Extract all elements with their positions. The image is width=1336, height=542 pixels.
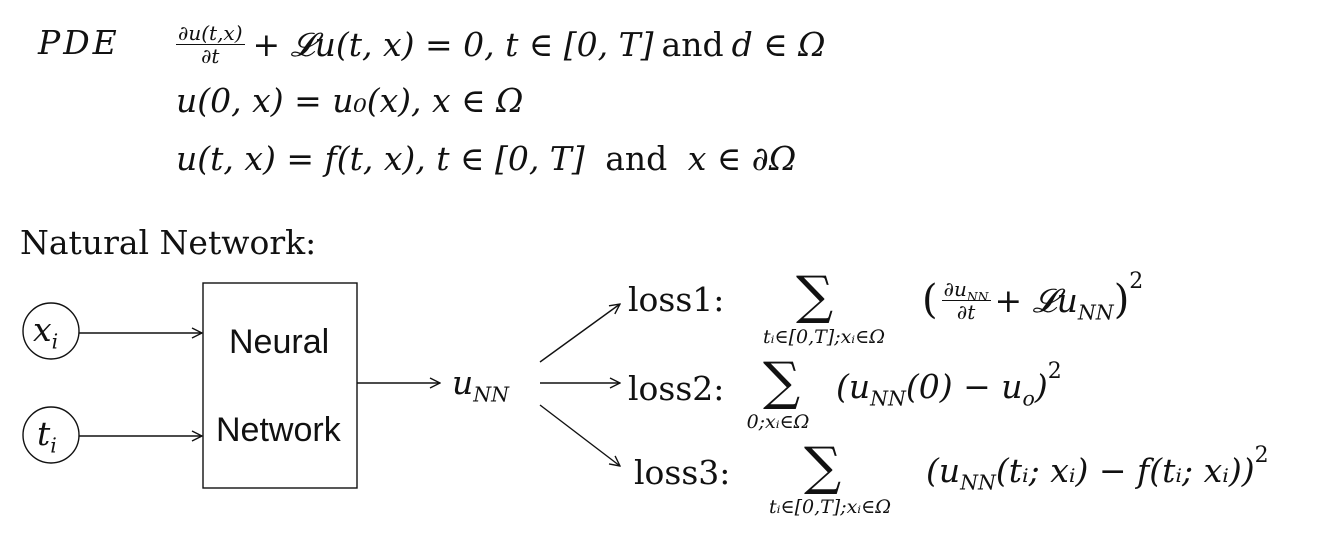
- equation-1-and: and: [661, 24, 724, 64]
- input-t-label: ti: [37, 414, 57, 456]
- equation-3-left: u(t, x) = f(t, x), t ∈ [0, T]: [176, 139, 585, 178]
- output-symbol: u: [452, 363, 474, 402]
- fraction-denominator: ∂t: [201, 43, 220, 68]
- fraction-numerator: ∂u(t,x): [176, 20, 245, 45]
- equation-3-and: and: [605, 139, 668, 178]
- time-derivative-fraction: ∂u(t,x) ∂t: [176, 23, 245, 66]
- pde-equation-1: ∂u(t,x) ∂t + 𝓛u(t, x) = 0, t ∈ [0, T] an…: [172, 14, 825, 74]
- network-box-line2: Network: [216, 411, 341, 449]
- loss1-label: loss1:: [628, 280, 725, 319]
- loss1-fraction-numerator: ∂uNN: [941, 276, 991, 304]
- loss1-sum-symbol: ∑: [796, 266, 834, 326]
- input-t-circle: [22, 406, 80, 464]
- input-x-symbol: x: [33, 310, 52, 349]
- input-t-subscript: i: [50, 433, 57, 458]
- loss1-sum-limits: tᵢ∈[0,T];xᵢ∈Ω: [763, 326, 885, 348]
- input-x-label: xi: [33, 310, 58, 352]
- pde-label: PDE: [38, 23, 120, 62]
- output-u-nn: uNN: [452, 363, 509, 405]
- loss2-term: (uNN(0) − uo)2: [836, 359, 1062, 411]
- equation-3-right: x ∈ ∂Ω: [687, 139, 797, 178]
- loss1-fraction-denominator: ∂t: [956, 299, 976, 324]
- loss3-power: 2: [1254, 443, 1269, 468]
- loss1-term: ( ∂uNN ∂t + 𝓛uNN ) 2: [922, 269, 1144, 325]
- input-x-circle: [22, 302, 80, 360]
- equation-1-body: + 𝓛u(t, x) = 0, t ∈ [0, T]: [252, 24, 654, 64]
- arrow-output-to-loss1: [539, 304, 620, 363]
- loss2-sum-limits: 0;xᵢ∈Ω: [746, 411, 810, 433]
- network-box-line1: Neural: [229, 323, 330, 361]
- loss2-sum-symbol: ∑: [763, 352, 801, 412]
- equation-1-domain: d ∈ Ω: [731, 24, 826, 64]
- loss3-sum-symbol: ∑: [804, 437, 842, 497]
- input-t-symbol: t: [37, 414, 51, 453]
- loss3-term: (uNN(tᵢ; xᵢ) − f(tᵢ; xᵢ))2: [926, 443, 1269, 495]
- input-x-subscript: i: [51, 329, 59, 354]
- loss1-fraction: ∂uNN ∂t: [941, 276, 991, 324]
- loss1-open-paren: (: [922, 277, 938, 323]
- loss2-label: loss2:: [628, 369, 725, 408]
- loss2-power: 2: [1047, 359, 1062, 384]
- loss3-sum-limits: tᵢ∈[0,T];xᵢ∈Ω: [769, 496, 891, 518]
- arrow-output-to-loss3: [539, 404, 620, 466]
- loss3-label: loss3:: [634, 453, 731, 492]
- pde-equation-2: u(0, x) = u₀(x), x ∈ Ω: [176, 81, 524, 120]
- loss1-close-paren: ): [1113, 277, 1130, 323]
- loss1-term-rest: + 𝓛uNN: [994, 280, 1114, 325]
- pde-equation-3: u(t, x) = f(t, x), t ∈ [0, T] and x ∈ ∂Ω: [176, 142, 796, 175]
- neural-network-box: [202, 282, 358, 489]
- network-heading: Natural Network:: [20, 223, 317, 262]
- output-subscript: NN: [473, 382, 510, 407]
